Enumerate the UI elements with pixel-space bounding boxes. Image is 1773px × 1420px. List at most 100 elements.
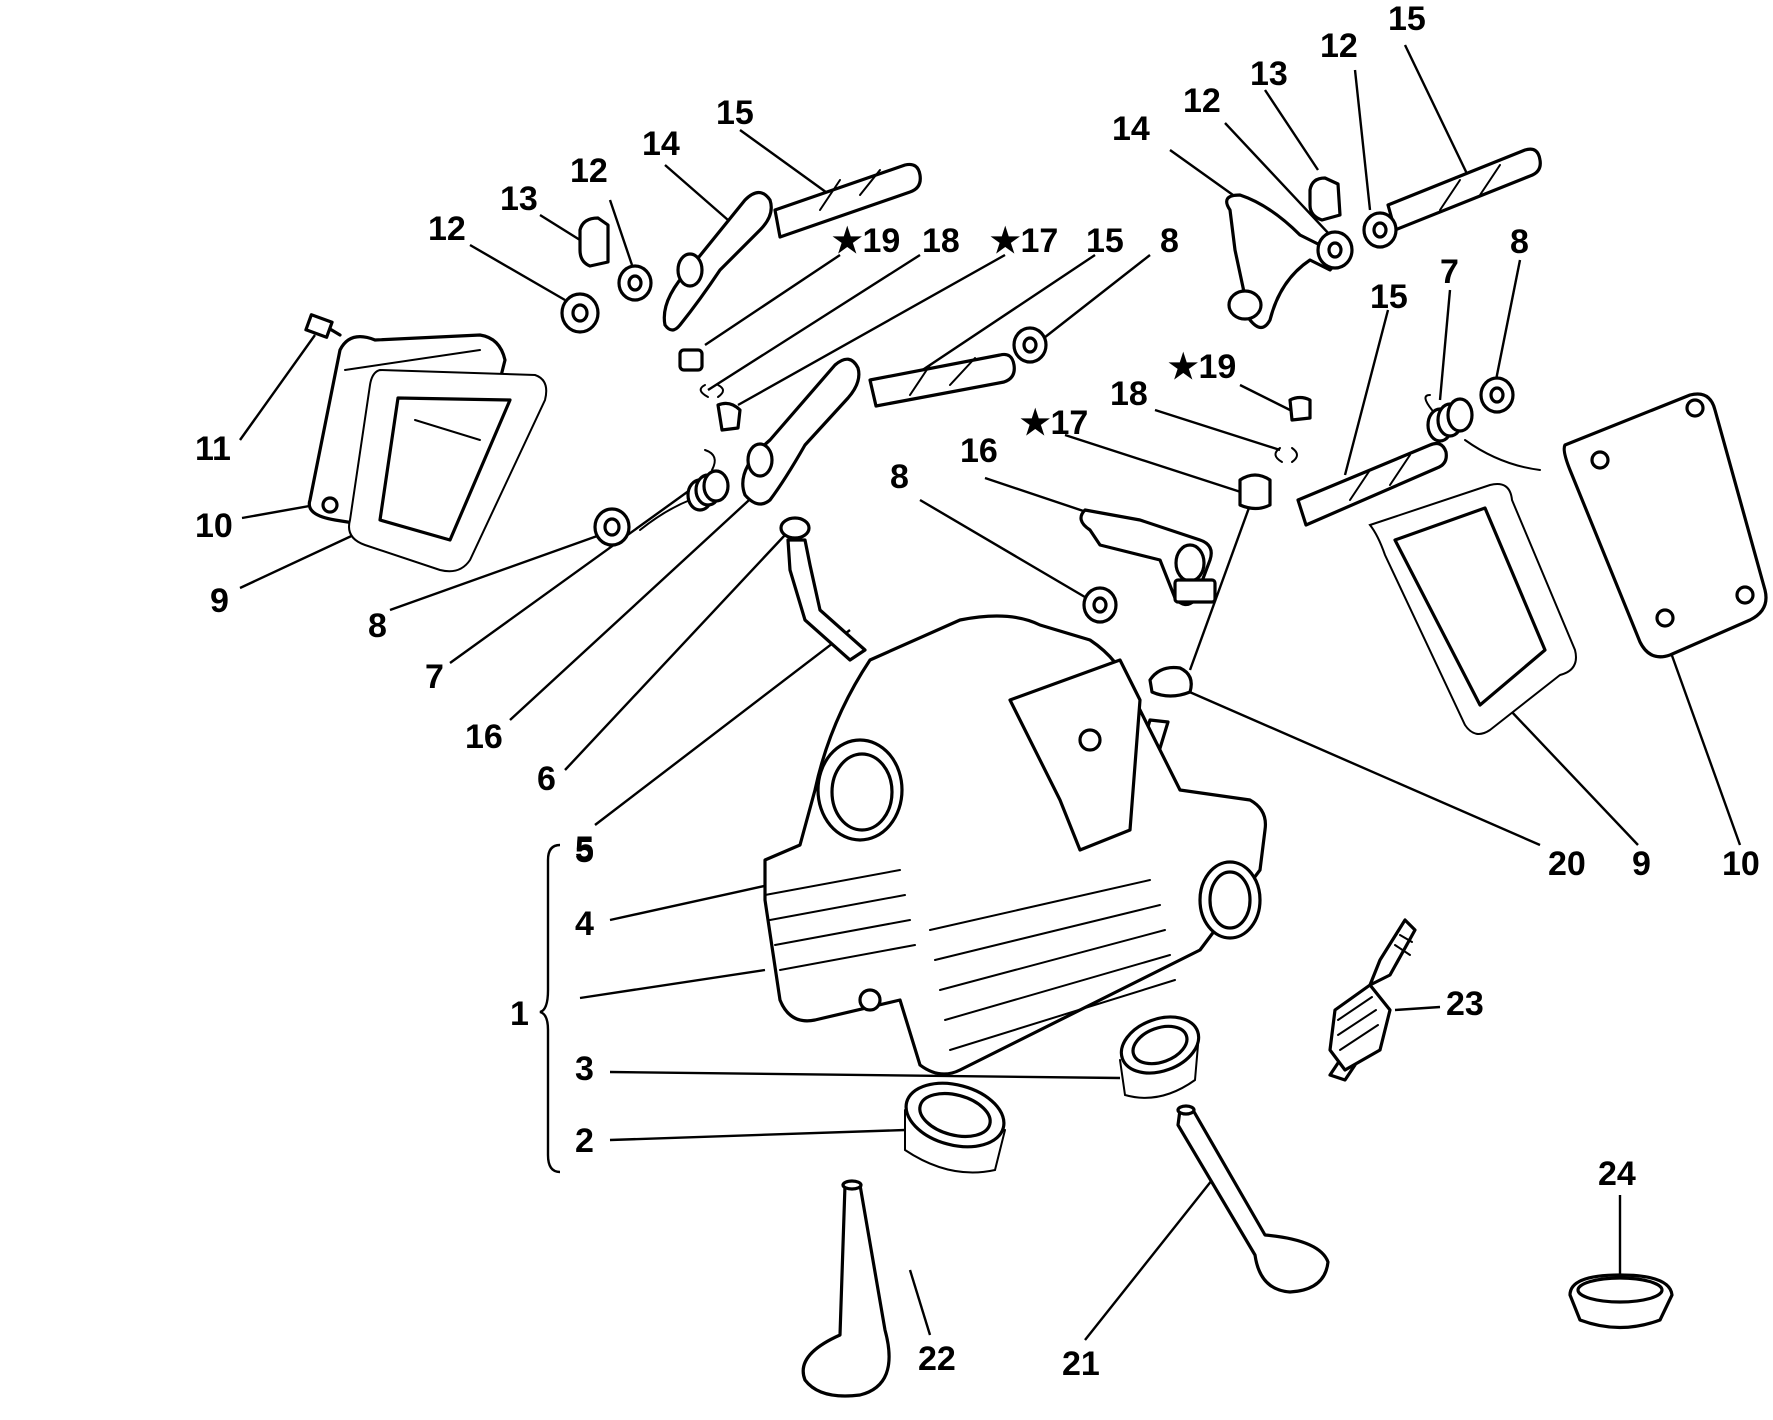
left-bushing-13: [578, 216, 610, 268]
callout-labels: 12 13 12 14 15 ★19 18 ★17 15 8 11 10 9 8…: [195, 0, 1760, 1383]
callout-15b: 15: [1086, 222, 1124, 260]
leader-22: [908, 1269, 932, 1336]
callout-23: 23: [1446, 985, 1484, 1023]
leader-12b: [608, 199, 634, 266]
left-washers-12: [560, 264, 653, 334]
right-washers-8: [1082, 376, 1515, 624]
leader-8a: [1034, 254, 1151, 346]
callout-12a: 12: [428, 210, 466, 248]
leader-19b: [1239, 383, 1291, 412]
valve-22: [801, 1179, 891, 1398]
leader-8b: [389, 533, 601, 612]
leader-17b: [1064, 433, 1251, 497]
right-rocker-arm-16: [1079, 508, 1217, 607]
leader-15c: [1403, 44, 1472, 181]
callout-3: 3: [575, 1050, 594, 1088]
leader-11a: [239, 334, 316, 441]
leader-15a: [739, 129, 831, 196]
leader-20: [1184, 688, 1541, 847]
left-rocker-shafts: [773, 162, 1016, 408]
callout-21: 21: [1062, 1345, 1100, 1383]
callout-14b: 14: [1112, 110, 1150, 148]
leader-7a: [449, 489, 691, 664]
bracket-group-1: [539, 843, 561, 1174]
callout-7a: 7: [425, 658, 444, 696]
callout-19b: ★19: [1168, 348, 1236, 386]
callout-15d: 15: [1370, 278, 1408, 316]
leader-19a: [704, 254, 841, 346]
leader-12a: [469, 243, 566, 302]
callout-12d: 12: [1320, 27, 1358, 65]
leader-18a: [707, 253, 921, 392]
leader-15b: [914, 254, 1096, 376]
left-rocker-arm-14: [662, 190, 773, 332]
leader-13a: [539, 213, 581, 242]
callout-17a: ★17: [990, 222, 1058, 260]
callout-13b: 13: [1250, 55, 1288, 93]
leader-21: [1084, 1169, 1221, 1341]
left-pad-19-collet-18: [678, 348, 742, 432]
right-pad-19-collet-18: [1238, 395, 1312, 511]
right-valve-cover: [1562, 392, 1768, 659]
callout-10a: 10: [195, 507, 233, 545]
callout-19a: ★19: [832, 222, 900, 260]
callout-18a: 18: [922, 222, 960, 260]
valve-seat-3: [1119, 1015, 1201, 1099]
valve-seat-24: [1568, 1273, 1674, 1330]
leader-8d: [919, 498, 1091, 602]
right-spring-7: [1424, 394, 1541, 471]
right-bushing-13: [1308, 176, 1342, 222]
callout-15a: 15: [716, 94, 754, 132]
cylinder-head-1: [763, 614, 1268, 1076]
callout-6: 6: [537, 760, 556, 798]
callout-7b: 7: [1440, 253, 1459, 291]
spark-plug-23: [1328, 918, 1417, 1082]
valve-guide-6: [779, 516, 867, 662]
leader-16a: [509, 489, 761, 721]
leader-14a: [664, 164, 729, 221]
right-washers-12: [1316, 211, 1398, 270]
callout-20: 20: [1548, 845, 1586, 883]
callout-10b: 10: [1722, 845, 1760, 883]
callout-12b: 12: [570, 152, 608, 190]
leader-6: [564, 534, 786, 771]
leader-10b: [1668, 649, 1742, 846]
callout-1: 1: [510, 995, 529, 1033]
right-rocker-shafts: [1296, 147, 1542, 527]
leader-12c: [1224, 122, 1331, 236]
leader-10a: [241, 503, 316, 520]
callout-9a: 9: [210, 582, 229, 620]
callout-14a: 14: [642, 125, 680, 163]
left-washer-8: [593, 326, 1048, 547]
leader-7b: [1438, 289, 1452, 401]
left-cover-gasket: [348, 368, 548, 573]
callout-5a: 5: [575, 830, 594, 868]
leader-3: [609, 1070, 1121, 1080]
leader-5a: [594, 629, 851, 826]
callout-15c: 15: [1388, 0, 1426, 38]
left-rocker-arm-16: [741, 357, 861, 506]
callout-2: 2: [575, 1122, 594, 1160]
leader-15d: [1343, 309, 1390, 476]
screw-11: [304, 313, 342, 339]
callout-16a: 16: [465, 718, 503, 756]
callout-4: 4: [575, 905, 594, 943]
leader-17b-down: [1188, 504, 1252, 671]
leader-8c: [1493, 259, 1522, 386]
callout-24: 24: [1598, 1155, 1636, 1193]
leader-lines: [239, 44, 1742, 1341]
valve-21: [1176, 1104, 1330, 1294]
valve-seat-2: [904, 1081, 1006, 1174]
callout-13a: 13: [500, 180, 538, 218]
callout-11a: 11: [195, 430, 231, 468]
callout-17b: ★17: [1020, 404, 1088, 442]
callout-12c: 12: [1183, 82, 1221, 120]
callout-22: 22: [918, 1340, 956, 1378]
leader-18b: [1154, 408, 1281, 452]
callout-8b: 8: [368, 607, 387, 645]
left-spring-7: [639, 449, 730, 531]
callout-8c: 8: [1510, 223, 1529, 261]
leader-23: [1394, 1005, 1441, 1012]
callout-8d: 8: [890, 458, 909, 496]
